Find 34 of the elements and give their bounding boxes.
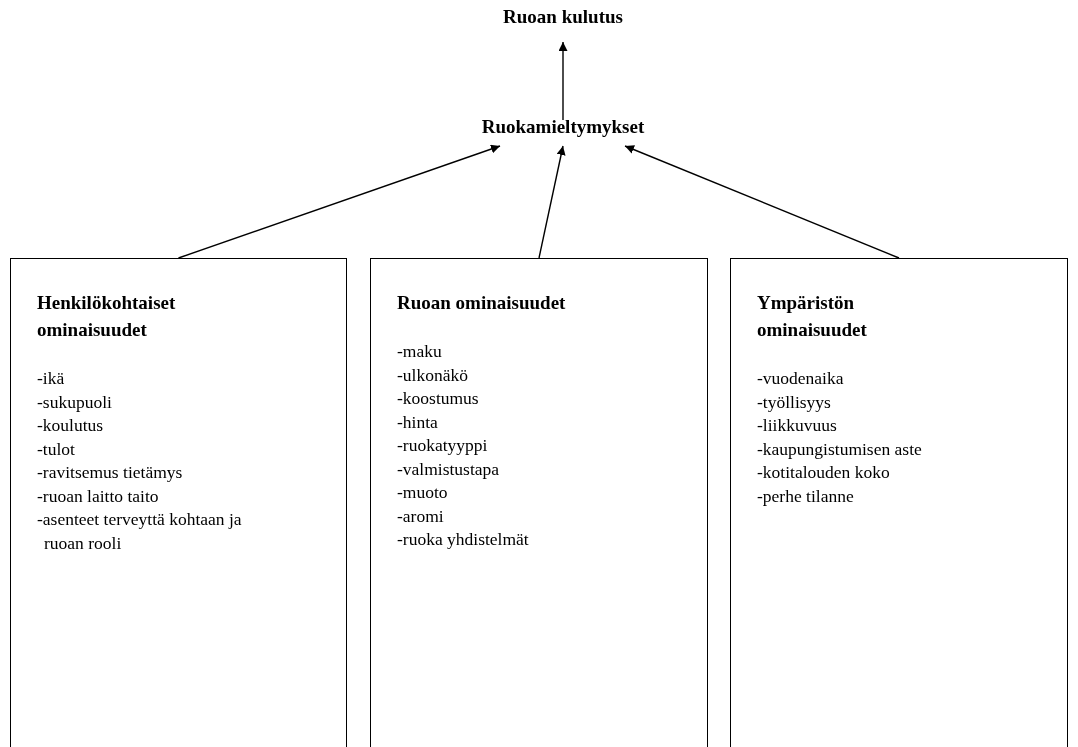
category-box bbox=[10, 258, 347, 747]
category-heading: Ympäristön ominaisuudet bbox=[757, 291, 868, 342]
list-item: -aromi bbox=[397, 504, 445, 528]
list-item: -ruoan laitto taito bbox=[37, 484, 160, 508]
arrow bbox=[177, 144, 501, 259]
list-item: -koulutus bbox=[37, 414, 105, 437]
list-item: -ravitsemus tietämys bbox=[37, 461, 184, 484]
list-item: -maku bbox=[397, 340, 443, 363]
arrow bbox=[538, 145, 566, 259]
list-item: -ruoka yhdistelmät bbox=[397, 528, 530, 551]
list-item: -koostumus bbox=[397, 387, 480, 410]
node-label: Ruokamieltymykset bbox=[480, 116, 646, 138]
list-item: -kotitalouden koko bbox=[757, 461, 891, 484]
list-item: -ulkonäkö bbox=[397, 363, 469, 387]
list-item: -vuodenaika bbox=[757, 367, 845, 390]
category-heading: Henkilökohtaiset ominaisuudet bbox=[37, 291, 177, 342]
arrow bbox=[624, 145, 900, 259]
list-item: -sukupuoli bbox=[37, 390, 113, 414]
list-item: -työllisyys bbox=[757, 390, 832, 414]
list-item: -ikä bbox=[37, 367, 66, 390]
list-item: -perhe tilanne bbox=[757, 484, 855, 508]
list-item: -kaupungistumisen aste bbox=[757, 437, 923, 461]
arrow bbox=[558, 41, 568, 121]
list-item: -liikkuvuus bbox=[757, 414, 838, 437]
list-item: -tulot bbox=[37, 437, 76, 461]
category-box bbox=[730, 258, 1068, 747]
list-item: -hinta bbox=[397, 410, 439, 434]
list-item: -ruokatyyppi bbox=[397, 434, 489, 457]
category-heading: Ruoan ominaisuudet bbox=[397, 291, 567, 315]
list-item: -muoto bbox=[397, 481, 449, 504]
list-item: -valmistustapa bbox=[397, 457, 501, 481]
node-label: Ruoan kulutus bbox=[502, 6, 624, 28]
category-box bbox=[370, 258, 708, 747]
list-item: -asenteet terveyttä kohtaan ja ruoan rooli bbox=[37, 508, 243, 555]
